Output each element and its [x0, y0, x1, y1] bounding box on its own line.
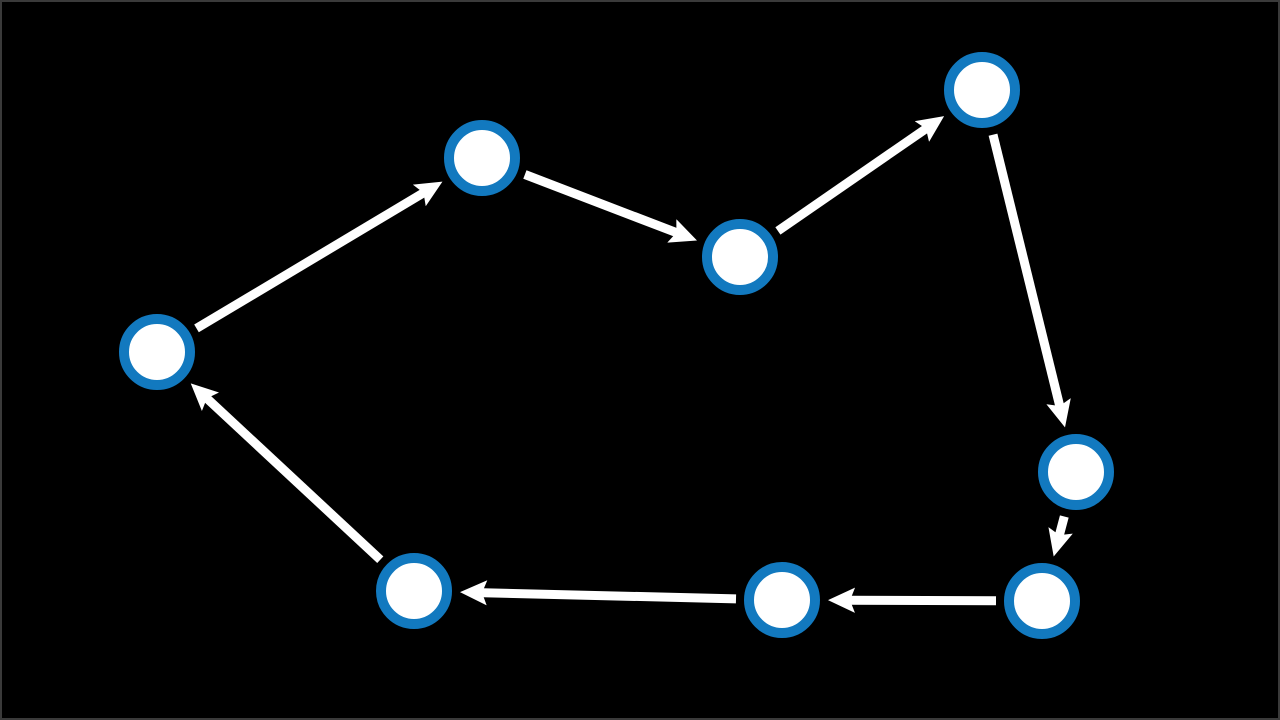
graph-node-n2	[444, 120, 520, 196]
graph-edge-n7-to-n8	[460, 580, 737, 606]
graph-node-n5	[1038, 434, 1114, 510]
graph-node-n7	[744, 562, 820, 638]
graph-edge-n6-to-n7	[828, 587, 997, 613]
graph-edge-n4-to-n5	[988, 133, 1071, 428]
graph-node-n4	[944, 52, 1020, 128]
graph-node-n3	[702, 219, 778, 295]
graph-edge-n8-to-n1	[190, 383, 384, 563]
graph-edge-n1-to-n2	[194, 181, 443, 333]
graph-edge-n5-to-n6	[1048, 515, 1073, 557]
graph-node-n1	[119, 314, 195, 390]
graph-edge-n3-to-n4	[775, 116, 945, 235]
graph-edge-n2-to-n3	[523, 170, 698, 243]
graph-node-n8	[376, 553, 452, 629]
graph-node-n6	[1004, 563, 1080, 639]
